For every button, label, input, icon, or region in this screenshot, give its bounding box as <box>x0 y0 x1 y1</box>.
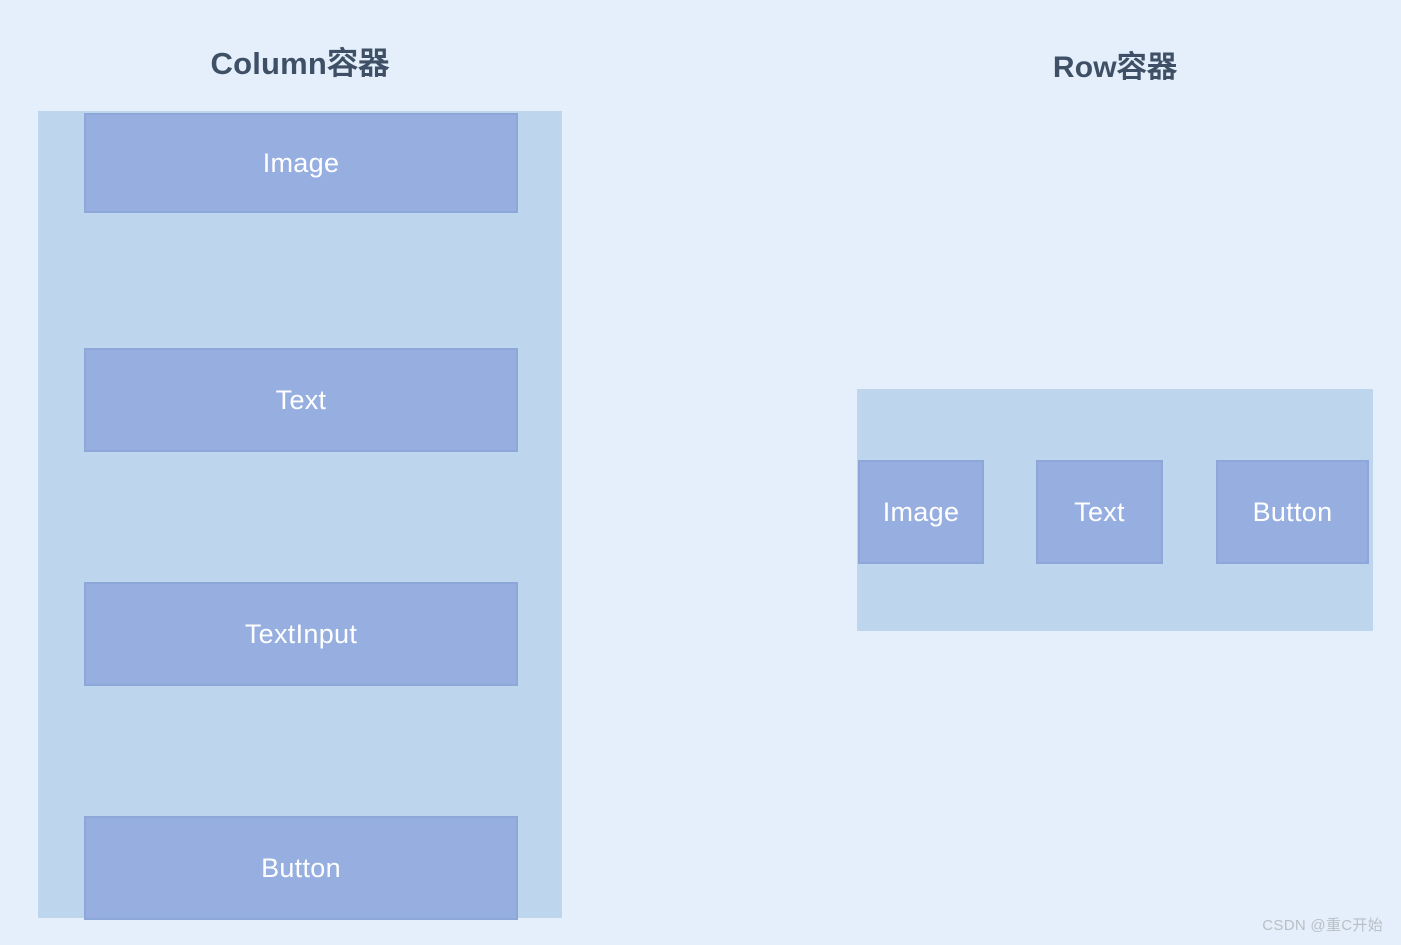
row-item-text-label: Text <box>1074 496 1125 527</box>
row-item-button-label: Button <box>1252 496 1333 527</box>
csdn-watermark: CSDN @重C开始 <box>1262 917 1383 934</box>
row-item-text: Text <box>1036 460 1163 564</box>
column-item-button-label: Button <box>261 852 341 883</box>
column-item-image-label: Image <box>262 147 340 178</box>
row-item-image-label: Image <box>882 496 960 527</box>
row-item-image: Image <box>858 460 984 564</box>
column-item-text-label: Text <box>275 384 327 415</box>
column-item-textinput: TextInput <box>84 582 518 686</box>
row-item-button: Button <box>1216 460 1369 564</box>
column-container <box>38 111 562 918</box>
column-item-image: Image <box>84 113 518 213</box>
column-section-title: Column容器 <box>210 46 390 81</box>
column-item-textinput-label: TextInput <box>244 618 358 649</box>
column-item-text: Text <box>84 348 518 452</box>
column-item-button: Button <box>84 816 518 920</box>
row-section-title: Row容器 <box>1052 51 1178 84</box>
